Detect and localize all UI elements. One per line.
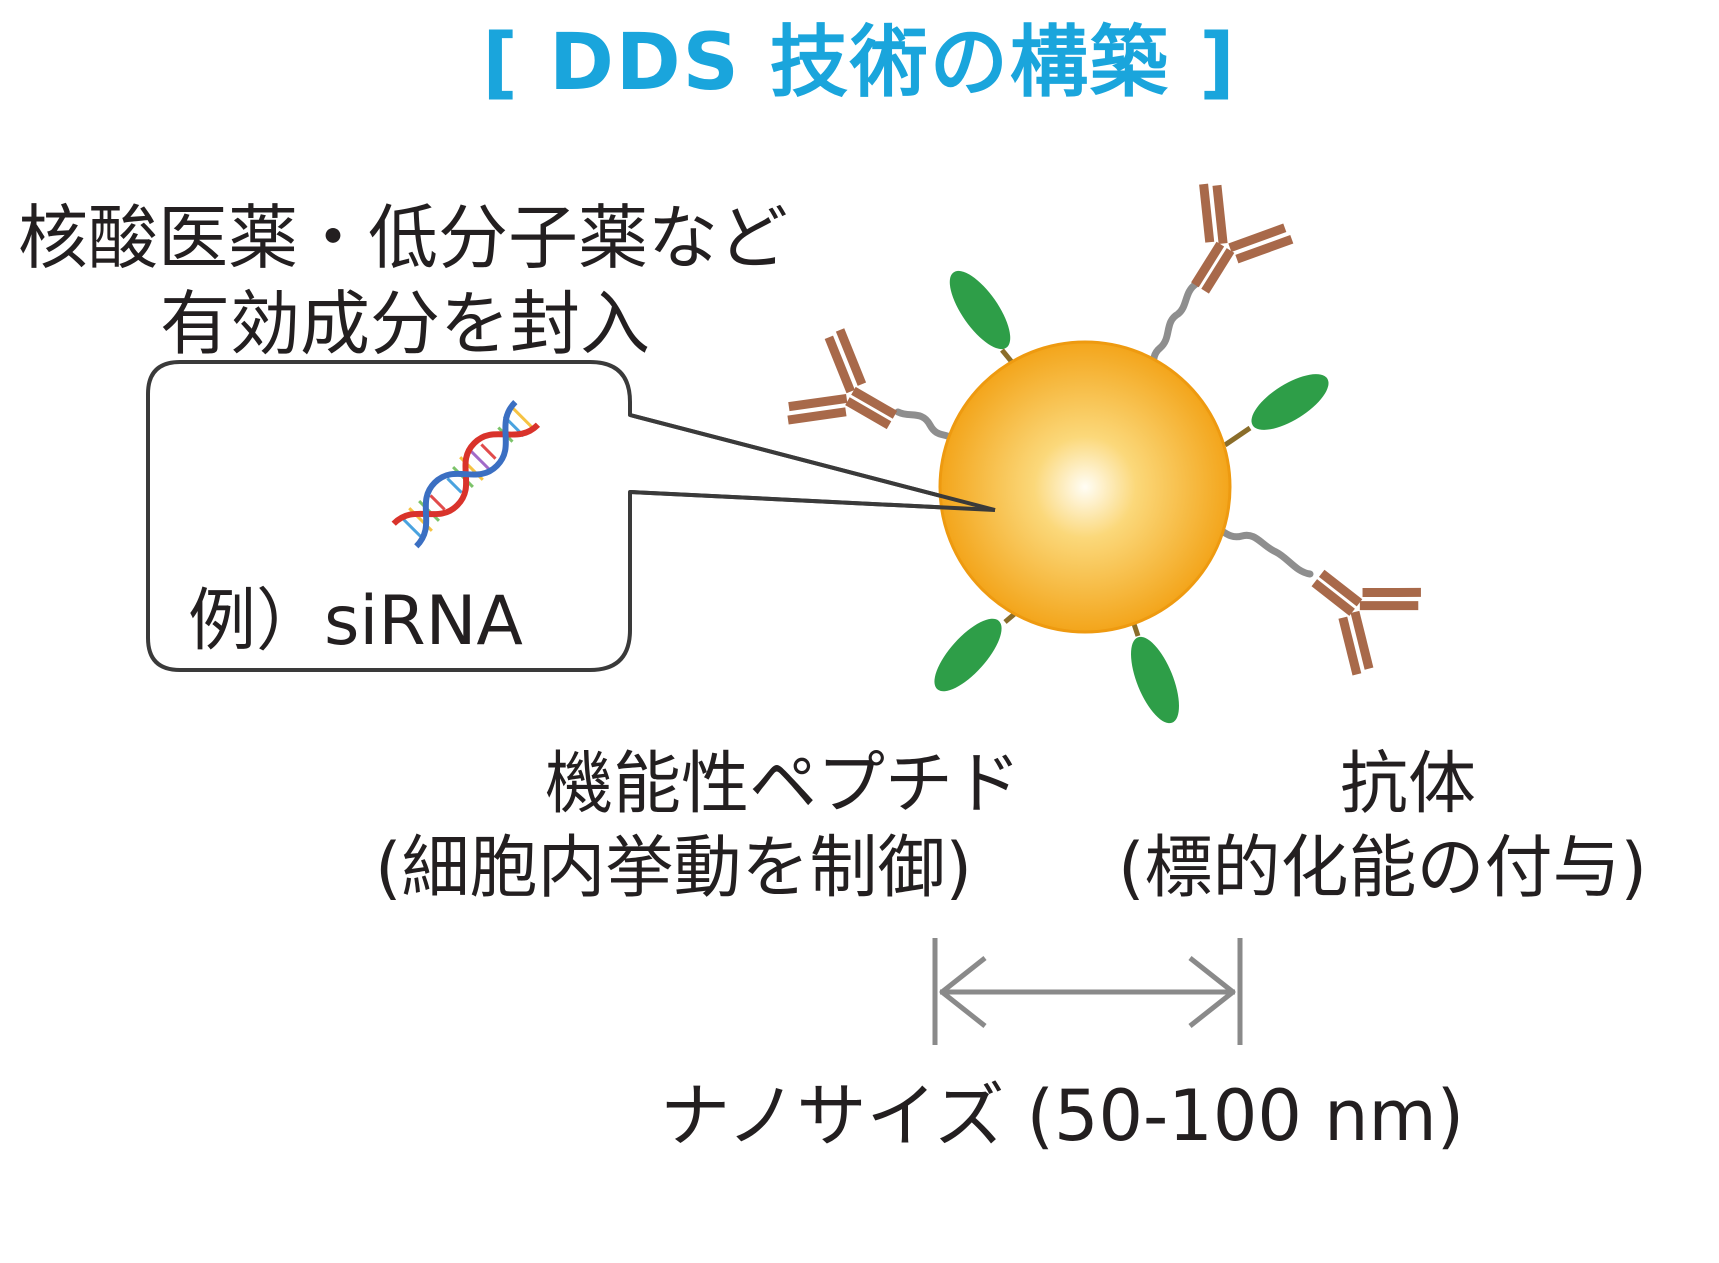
page-title: [ DDS 技術の構築 ] (482, 18, 1237, 108)
peptide-label-line1: 機能性ペプチド (545, 745, 1022, 824)
linker-right (1206, 521, 1314, 578)
nanoparticle-core (938, 340, 1232, 634)
peptide-bottom-left (934, 603, 1027, 692)
cargo-label-line1: 核酸医薬・低分子薬など (18, 197, 788, 279)
size-label: ナノサイズ (50-100 nm) (660, 1075, 1465, 1157)
cargo-example-label: 例）siRNA (188, 582, 523, 661)
antibody-icon-left (783, 327, 918, 465)
size-indicator (932, 938, 1243, 1045)
antibody-label-line2: (標的化能の付与) (1118, 829, 1648, 908)
antibody-label-line1: 抗体 (1340, 745, 1477, 824)
peptide-label-line2: (細胞内挙動を制御) (375, 829, 973, 908)
callout-bubble (146, 360, 997, 672)
peptide-bottom (1127, 611, 1179, 724)
antibody-icon-right (1286, 537, 1426, 678)
dna-helix-icon (391, 399, 541, 549)
peptide-right (1223, 374, 1329, 448)
cargo-label-line2: 有効成分を封入 (160, 283, 650, 365)
antibody-icon-top-right (1156, 179, 1295, 316)
peptide-top (949, 270, 1022, 374)
